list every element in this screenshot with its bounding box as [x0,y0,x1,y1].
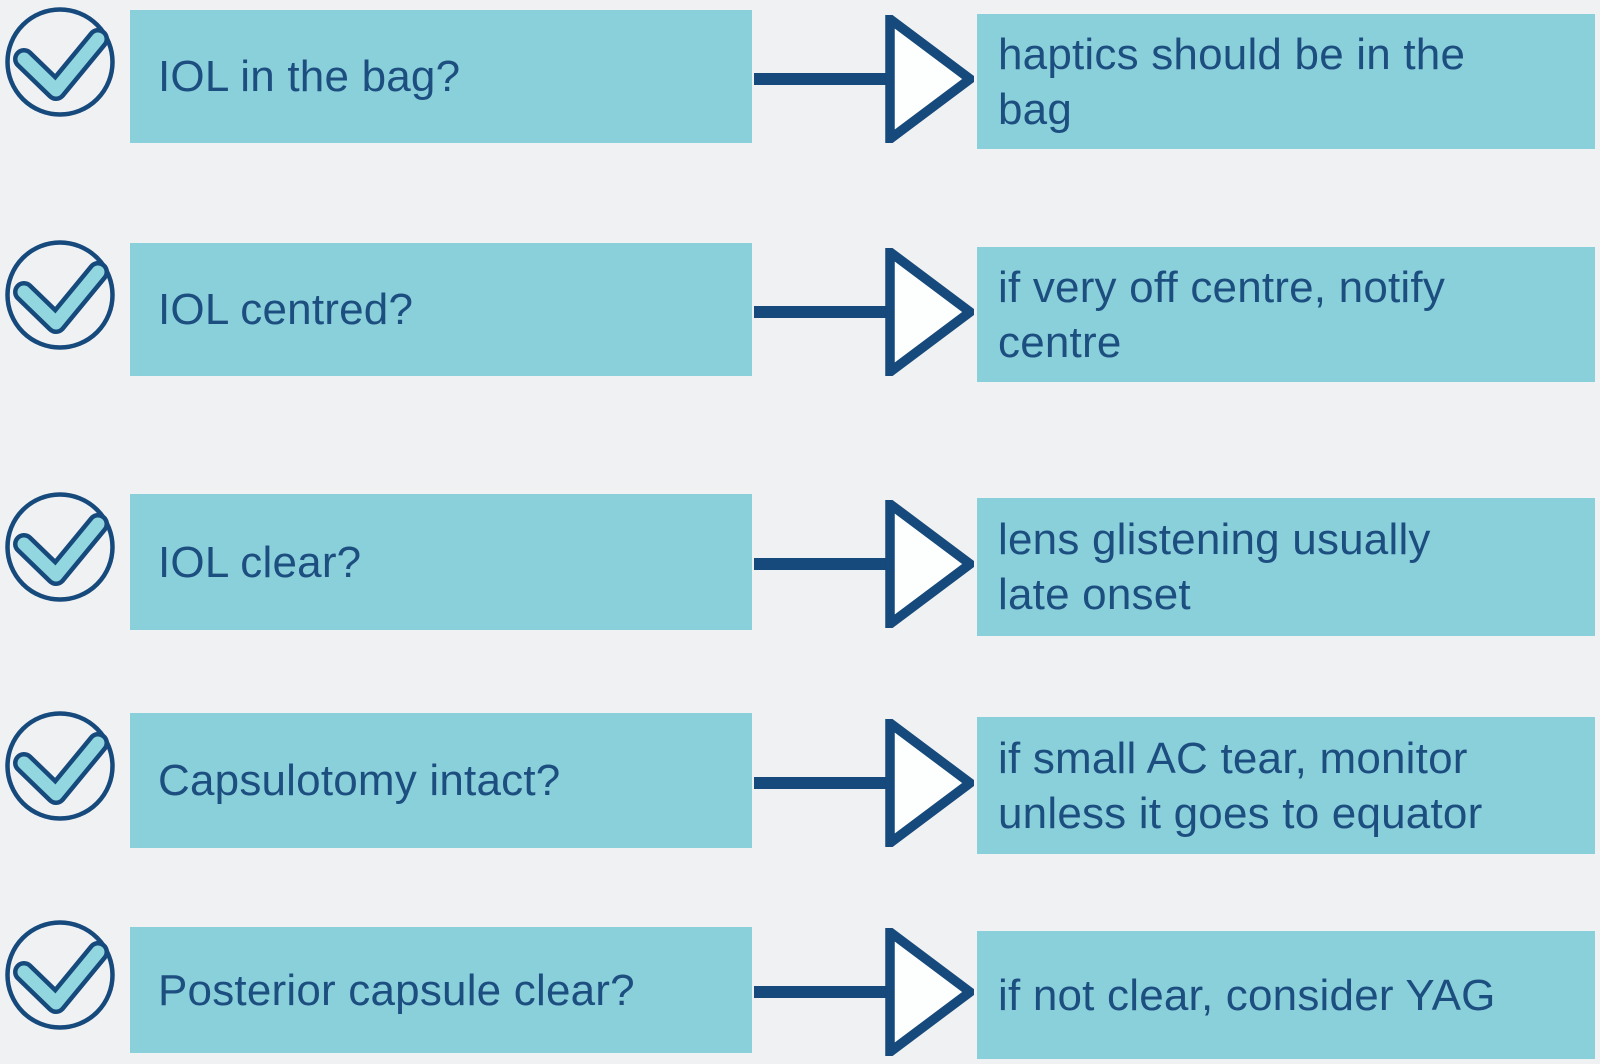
check-circle-icon [4,6,116,118]
question-box: Posterior capsule clear? [130,927,752,1053]
question-label: Posterior capsule clear? [158,965,635,1015]
arrow-right-icon [754,247,974,376]
note-box: lens glistening usually late onset [977,498,1595,636]
note-box: if not clear, consider YAG [977,931,1595,1059]
question-box: IOL clear? [130,494,752,630]
note-box: haptics should be in the bag [977,14,1595,149]
check-circle-icon [4,710,116,822]
note-box: if small AC tear, monitor unless it goes… [977,717,1595,854]
check-circle-icon [4,491,116,603]
note-label: if very off centre, notify centre [998,262,1446,367]
note-label: if small AC tear, monitor unless it goes… [998,733,1483,838]
question-box: Capsulotomy intact? [130,713,752,848]
check-circle-icon [4,919,116,1031]
note-box: if very off centre, notify centre [977,247,1595,382]
question-label: Capsulotomy intact? [158,756,561,805]
question-box: IOL centred? [130,243,752,376]
arrow-right-icon [754,718,974,847]
question-label: IOL centred? [158,285,414,334]
arrow-right-icon [754,928,974,1056]
checklist-row: IOL clear? lens glistening usually late … [0,491,1600,636]
note-label: haptics should be in the bag [998,29,1466,134]
arrow-right-icon [754,500,974,628]
question-label: IOL in the bag? [158,52,461,101]
note-label: lens glistening usually late onset [998,515,1431,619]
question-box: IOL in the bag? [130,10,752,143]
question-label: IOL clear? [158,537,362,587]
checklist-row: IOL centred? if very off centre, notify … [0,239,1600,382]
checklist-row: Posterior capsule clear? if not clear, c… [0,920,1600,1059]
checklist-row: IOL in the bag? haptics should be in the… [0,6,1600,149]
arrow-right-icon [754,14,974,143]
note-label: if not clear, consider YAG [998,970,1496,1020]
check-circle-icon [4,239,116,351]
checklist-row: Capsulotomy intact? if small AC tear, mo… [0,710,1600,854]
